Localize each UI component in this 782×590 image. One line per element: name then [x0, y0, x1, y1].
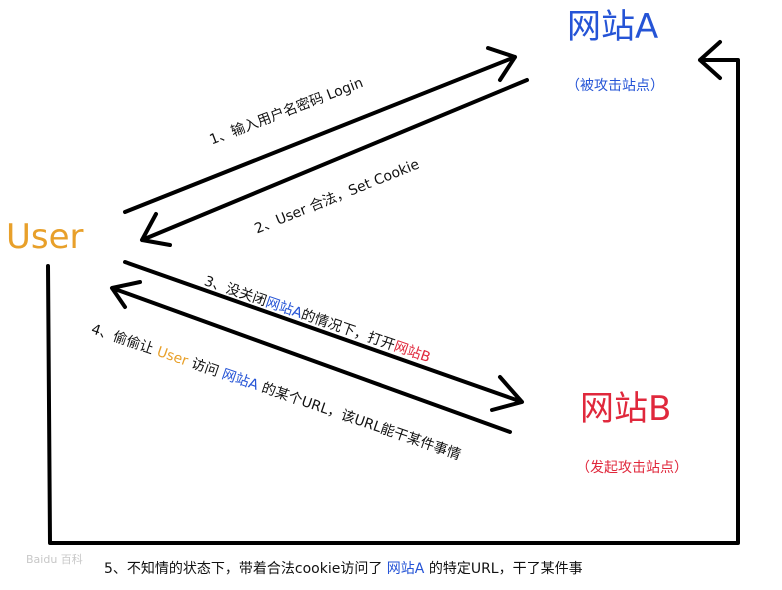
step-5-text-post: 的特定URL，干了某件事	[424, 561, 583, 577]
arrow-visit-url	[110, 280, 512, 434]
step-5-text-pre: 5、不知情的状态下，带着合法cookie访问了	[104, 561, 387, 577]
site-b-node-label: 网站B	[580, 389, 672, 429]
arrow-open-site-b	[123, 260, 524, 412]
arrow-login	[123, 46, 517, 214]
watermark: Baidu 百科	[26, 553, 83, 566]
step-5-site-a: 网站A	[386, 561, 425, 577]
site-a-note: （被攻击站点）	[566, 78, 664, 94]
arrow-set-cookie	[140, 78, 529, 247]
user-node-label: User	[6, 217, 84, 257]
step-5-label: 5、不知情的状态下，带着合法cookie访问了 网站A 的特定URL，干了某件事	[104, 558, 583, 578]
arrow-forged-request	[46, 40, 740, 545]
site-a-node-label: 网站A	[567, 7, 659, 47]
site-b-note: （发起攻击站点）	[576, 460, 688, 476]
